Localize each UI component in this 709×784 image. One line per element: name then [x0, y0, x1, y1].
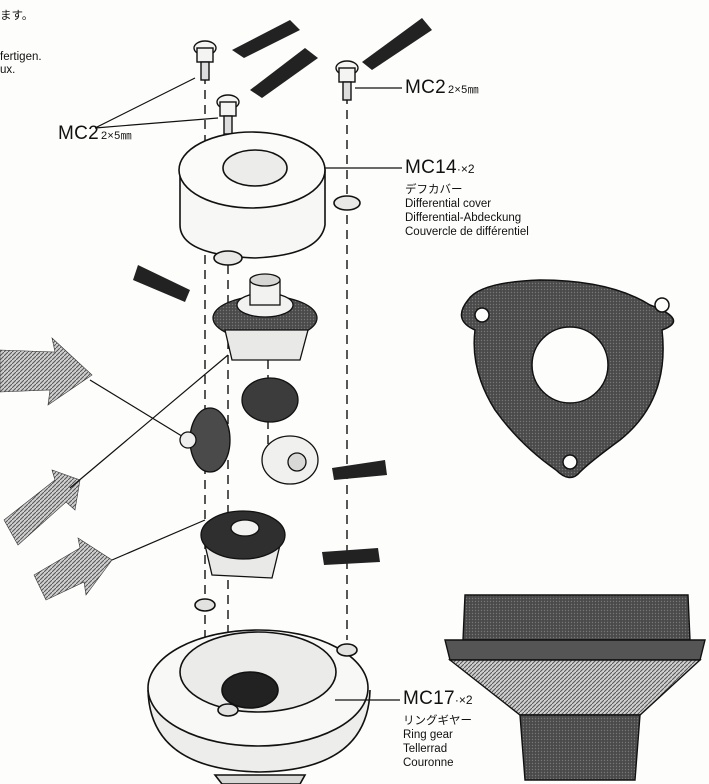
screw-icon — [193, 40, 359, 135]
part-description: リングギヤー Ring gear Tellerrad Couronne — [403, 714, 473, 770]
description-en: Ring gear — [403, 728, 453, 741]
lower-bevel-gear — [200, 510, 286, 579]
part-code: MC2 — [405, 77, 447, 98]
pointer-arrow-icon — [0, 337, 113, 601]
part-quantity: ·×2 — [456, 162, 475, 176]
arrow-leader-lines — [69, 354, 229, 561]
corner-text-3: ux. — [0, 64, 16, 76]
grease-tube-icon — [133, 18, 432, 565]
description-de: Tellerrad — [403, 742, 448, 755]
upper-bevel-gear — [212, 273, 318, 361]
callout-leader-lines — [94, 77, 402, 701]
part-code: MC2 — [58, 123, 100, 144]
description-ja: デフカバー — [405, 183, 463, 196]
part-code: MC17 — [403, 688, 455, 709]
description-de: Differential-Abdeckung — [405, 211, 522, 224]
callout-mc14: MC14·×2 デフカバー Differential cover Differe… — [405, 157, 529, 239]
differential-cover — [178, 131, 361, 266]
description-en: Differential cover — [405, 197, 492, 210]
corner-text-1: ます。 — [0, 10, 34, 22]
part-code: MC14 — [405, 157, 457, 178]
part-description: デフカバー Differential cover Differential-Ab… — [405, 183, 529, 239]
part-quantity: ·×2 — [454, 693, 473, 707]
screw-size: 2×5㎜ — [101, 130, 132, 142]
description-fr: Couronne — [403, 756, 454, 769]
callout-mc17: MC17·×2 リングギヤー Ring gear Tellerrad Couro… — [403, 688, 473, 770]
cover-detail-view — [460, 279, 675, 479]
ring-gear-detail-view — [444, 594, 706, 781]
description-fr: Couvercle de différentiel — [405, 225, 529, 238]
corner-text-2: fertigen. — [0, 51, 42, 63]
screw-size: 2×5㎜ — [448, 84, 479, 96]
ring-gear-housing — [147, 598, 371, 784]
description-ja: リングギヤー — [403, 714, 472, 727]
pinion-gear — [179, 377, 319, 485]
